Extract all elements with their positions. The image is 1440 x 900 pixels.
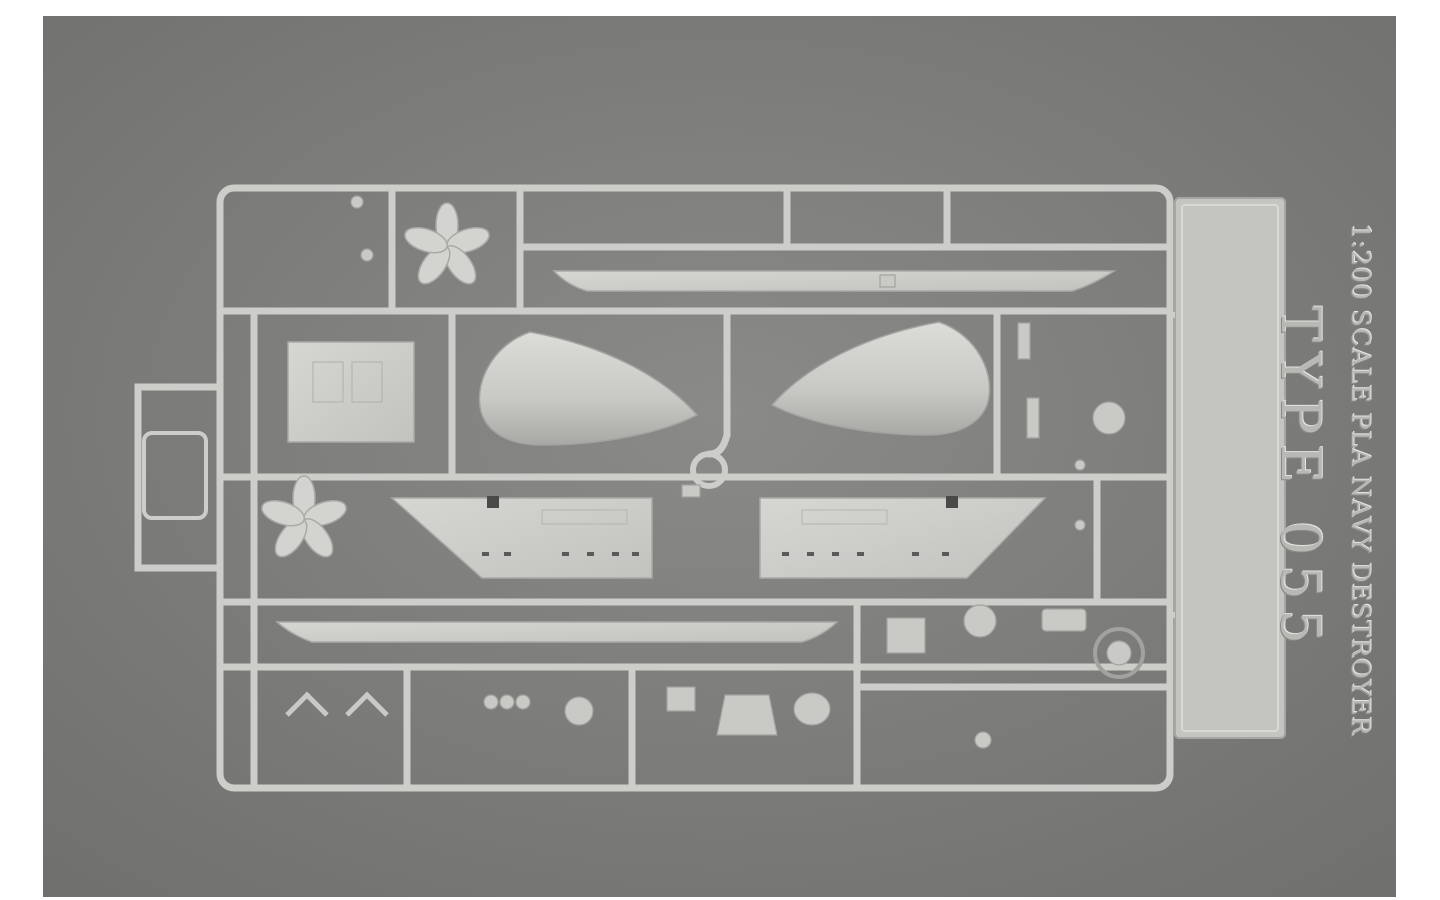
hull-strip-part: [552, 270, 1117, 292]
sprue-frame: [134, 184, 1174, 792]
propeller-part: [261, 475, 347, 558]
hull-bulb-part: [770, 321, 991, 436]
deck-plate-part: [287, 341, 415, 443]
small-parts: [285, 195, 1145, 749]
name-plaque: [1170, 197, 1286, 739]
propeller-part: [404, 202, 490, 285]
hull-strip-part: [274, 621, 839, 643]
model-sprue-photo: [42, 15, 1397, 898]
hull-bulb-part: [478, 331, 699, 446]
deck-panel-part: [759, 496, 1047, 579]
deck-panel-part: [390, 496, 653, 579]
